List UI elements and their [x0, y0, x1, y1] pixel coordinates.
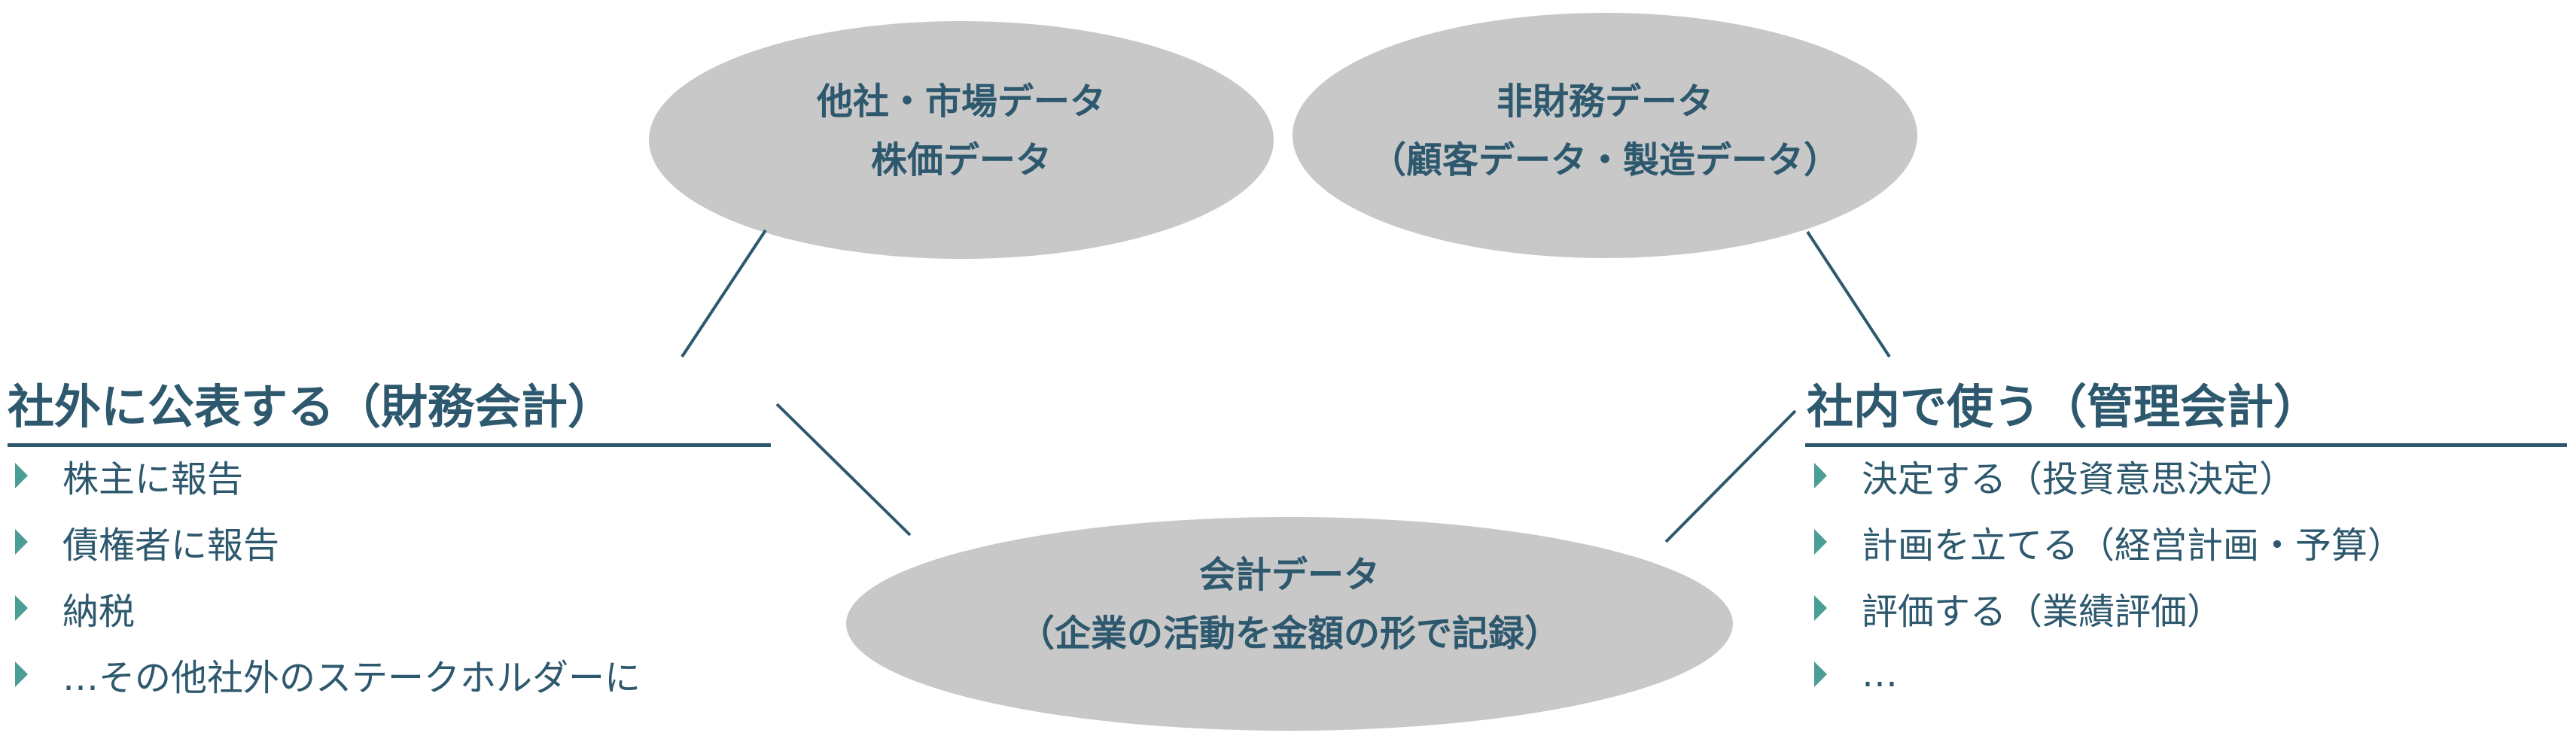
- management-accounting-heading: 社内で使う（管理会計）: [1807, 379, 2321, 434]
- connector-line: [775, 403, 912, 537]
- item-text: …: [1862, 653, 1898, 695]
- triangle-bullet-icon: [15, 463, 28, 488]
- list-item: 決定する（投資意思決定）: [1814, 442, 2404, 509]
- list-item: …: [1814, 641, 2404, 707]
- ellipse-market-data: [649, 21, 1274, 259]
- ellipse-accounting-data: [846, 517, 1733, 731]
- ellipse-non-financial-data: [1293, 13, 1917, 258]
- label-line: 他社・市場データ: [816, 81, 1106, 123]
- financial-accounting-list: 株主に報告 債権者に報告 納税 …その他社外のステークホルダーに: [15, 442, 641, 707]
- item-text: 決定する（投資意思決定）: [1862, 458, 2296, 500]
- ellipse-accounting-label: 会計データ （企業の活動を金額の形で記録）: [846, 546, 1733, 663]
- triangle-bullet-icon: [1814, 661, 1827, 687]
- item-text: 計画を立てる（経営計画・予算）: [1862, 525, 2404, 567]
- triangle-bullet-icon: [1814, 595, 1827, 621]
- label-line: （顧客データ・製造データ）: [1369, 139, 1840, 181]
- list-item: 評価する（業績評価）: [1814, 575, 2404, 641]
- triangle-bullet-icon: [15, 595, 28, 621]
- item-text: 株主に報告: [62, 458, 244, 500]
- ellipse-market-data-label: 他社・市場データ 株価データ: [649, 72, 1274, 190]
- item-text: 納税: [62, 591, 135, 633]
- connector-line: [1806, 230, 1891, 358]
- list-item: …その他社外のステークホルダーに: [15, 641, 641, 707]
- list-item: 計画を立てる（経営計画・予算）: [1814, 509, 2404, 575]
- item-text: 債権者に報告: [62, 525, 280, 567]
- connector-line: [681, 229, 767, 358]
- triangle-bullet-icon: [1814, 529, 1827, 555]
- triangle-bullet-icon: [15, 529, 28, 555]
- list-item: 債権者に報告: [15, 509, 641, 575]
- item-text: …その他社外のステークホルダーに: [62, 657, 641, 699]
- connector-line: [1664, 409, 1797, 543]
- label-line: 会計データ: [1198, 554, 1380, 596]
- list-item: 株主に報告: [15, 442, 641, 509]
- label-line: （企業の活動を金額の形で記録）: [1018, 613, 1561, 655]
- triangle-bullet-icon: [1814, 463, 1827, 488]
- heading-underline: [1805, 443, 2567, 447]
- triangle-bullet-icon: [15, 661, 28, 687]
- heading-underline: [8, 443, 771, 447]
- item-text: 評価する（業績評価）: [1862, 591, 2224, 633]
- ellipse-non-financial-label: 非財務データ （顧客データ・製造データ）: [1293, 72, 1917, 190]
- list-item: 納税: [15, 575, 641, 641]
- label-line: 非財務データ: [1496, 81, 1713, 123]
- label-line: 株価データ: [870, 139, 1052, 181]
- management-accounting-list: 決定する（投資意思決定） 計画を立てる（経営計画・予算） 評価する（業績評価） …: [1814, 442, 2404, 707]
- financial-accounting-heading: 社外に公表する（財務会計）: [8, 379, 615, 434]
